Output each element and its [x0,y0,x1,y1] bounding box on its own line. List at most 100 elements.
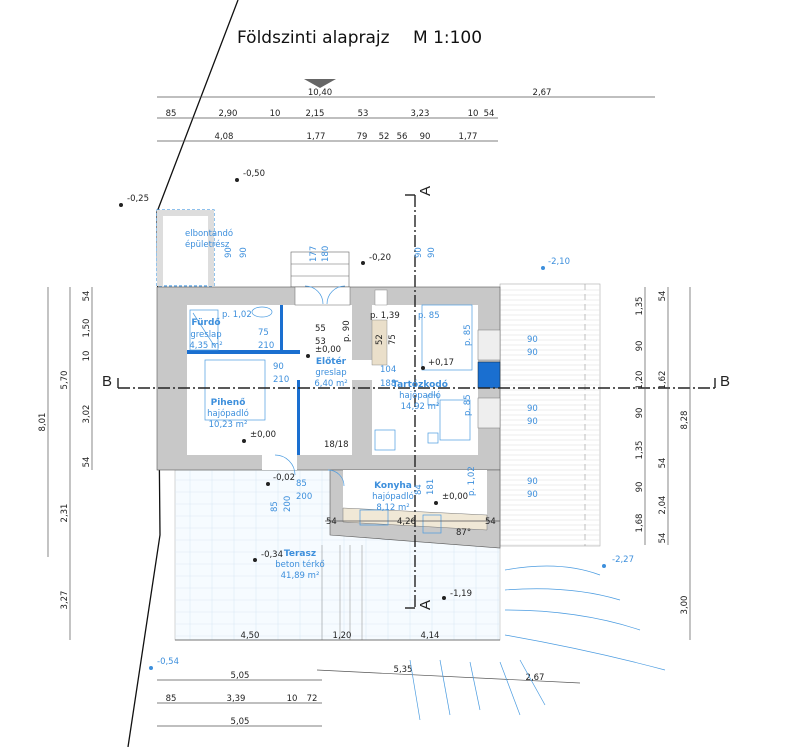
room-konyha: Konyha hajópadló 8,12 m² [372,481,414,513]
plan-label: 3,39 [227,694,246,704]
plan-label: 87° [456,528,471,538]
plan-label: 210 [258,341,274,351]
plan-label: 90 [527,477,538,487]
plan-label: 2,15 [306,109,325,119]
plan-label: 2,67 [533,88,552,98]
left-dimensions: 8,01 5,70 2,31 3,27 54 1,50 10 3,02 54 [38,291,92,610]
plan-label: 90 [527,335,538,345]
plan-label: 90 [527,404,538,414]
plan-label: 10,23 m² [209,420,248,430]
plan-label: 56 [397,132,408,142]
plan-label: 90 [635,408,645,419]
plan-label: beton térkő [275,559,324,570]
plan-label: 3,00 [680,596,690,615]
plan-label: Pihenő [211,398,246,408]
section-b-label-left: B [102,373,112,390]
plan-label: -0,02 [273,473,295,483]
north-marker-icon [304,79,336,88]
level-marker-icon [119,178,446,600]
plan-label: 4,50 [241,631,260,641]
plan-label: 8,28 [680,411,690,430]
plan-label: 177 [309,246,319,262]
chimney [477,361,501,389]
plan-label: 90 [414,247,424,258]
plan-label: 3,23 [411,109,430,119]
plan-label: 1,62 [658,371,668,390]
plan-label: 1,35 [635,441,645,460]
plan-label: 84 [414,484,424,495]
plan-label: 90 [527,417,538,427]
plan-label: -2,10 [548,257,570,267]
plan-label: -0,34 [261,550,283,560]
plan-label: 2,04 [658,496,668,515]
plan-label: 10 [468,109,479,119]
plan-label: Konyha [374,481,412,491]
plan-label: 188 [380,379,396,389]
plan-label: 90 [527,490,538,500]
plan-label: 54 [658,291,668,302]
plan-label: 4,26 [397,517,416,527]
entrance-steps [290,251,350,288]
plan-label: 52 [375,334,385,345]
plan-label: 85 [166,694,177,704]
plan-label: -0,20 [369,253,391,263]
plan-label: 85 [296,479,307,489]
plan-label: ±0,00 [315,345,341,355]
plan-label: 54 [82,457,92,468]
plan-label: 54 [484,109,495,119]
plan-label: Terasz [284,549,316,559]
plan-label: 8,01 [38,413,48,432]
plan-label: 79 [357,132,368,142]
annotations-blue: p. 1,02 75 210 90 210 104 188 p. 85 85 2… [222,246,538,512]
dimension-lines [47,96,691,727]
plan-label: 8,12 m² [376,503,409,513]
plan-label: 1,77 [459,132,478,142]
plan-label: 2,90 [219,109,238,119]
room-terasz: Terasz beton térkő 41,89 m² [275,549,324,581]
plan-label: 6,40 m² [314,379,347,389]
plan-label: 5,70 [60,371,70,390]
section-b-label-right: B [720,373,730,390]
plan-label: 2,31 [60,504,70,523]
plan-label: 55 [315,324,326,334]
plan-label: 10 [82,351,92,362]
plan-label: 41,89 m² [281,571,320,581]
plan-label: 90 [239,247,249,258]
plan-label: Tartózkodó [392,379,448,390]
plan-label: -0,50 [243,169,265,179]
building-walls [156,286,501,549]
plan-label: 53 [315,337,326,347]
plan-label: ±0,00 [442,492,468,502]
plan-label: hajópadló [207,408,249,419]
plan-label: 14,92 m² [401,402,440,412]
furniture [189,285,473,534]
plan-label: p. 90 [342,320,352,342]
plan-label: greslap [315,368,346,378]
plan-label: 4,08 [215,132,234,142]
annotations-black: 55 53 p. 90 52 75 p. 1,39 18/18 54 4,26 … [315,311,496,538]
plan-label: -2,27 [612,555,634,565]
plan-label: 54 [658,458,668,469]
plan-label: 10,40 [308,88,332,98]
plan-title: Földszinti alaprajz [237,28,390,48]
plan-label: 90 [420,132,431,142]
plan-label: 200 [283,496,293,512]
plan-label: greslap [190,330,221,340]
plan-label: 181 [426,479,436,495]
plan-label: hajópadló [399,390,441,401]
plan-label: +0,17 [428,358,454,368]
plan-label: 75 [258,328,269,338]
level-markers: -0,50 -0,25 -0,20 ±0,00 +0,17 ±0,00 -0,0… [119,169,634,670]
plan-label: 54 [82,291,92,302]
plan-label: p. 85 [463,394,473,416]
plan-scale: M 1:100 [413,28,482,48]
terrain-contours [409,565,666,721]
plan-label: 90 [635,341,645,352]
plan-label: 54 [485,517,496,527]
plan-label: 75 [388,334,398,345]
plan-label: 2,67 [526,673,545,683]
demolition-part: elbontandó épületrész [156,209,233,287]
plan-label: 3,27 [60,591,70,610]
plan-label: 53 [358,109,369,119]
plan-label: 90 [224,247,234,258]
